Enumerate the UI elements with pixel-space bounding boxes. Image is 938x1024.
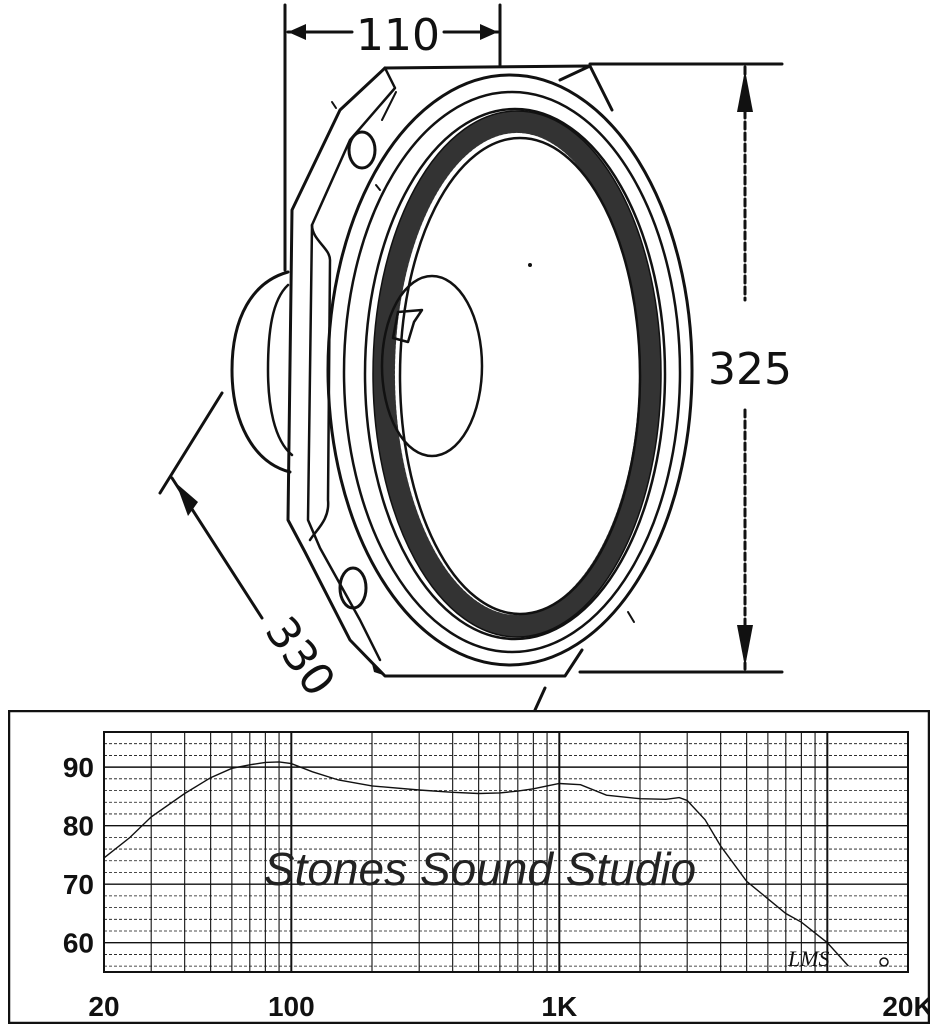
width-dimension (158, 391, 264, 620)
lms-logo: LMS (787, 946, 889, 971)
y-tick-label: 60 (63, 928, 94, 959)
x-axis-ticks: 20 100 1K 20K (88, 991, 930, 1022)
x-tick-label: 20K (882, 991, 930, 1022)
y-tick-label: 80 (63, 811, 94, 842)
x-tick-label: 1K (541, 991, 577, 1022)
svg-text:LMS: LMS (787, 946, 830, 971)
speaker-surround (373, 111, 661, 637)
mounting-hole-bottom (338, 566, 368, 610)
response-curve (103, 761, 850, 967)
depth-dimension-label: 110 (356, 10, 440, 61)
terminal-tab (391, 308, 424, 344)
dust-cap (380, 274, 484, 458)
height-dimension-label: 325 (708, 344, 792, 395)
height-dimension (578, 62, 784, 674)
speaker-dimension-drawing: 110 325 330 (158, 3, 792, 712)
y-axis-ticks: 90 80 70 60 (63, 752, 94, 959)
depth-dimension (283, 3, 502, 272)
speaker-rim (326, 73, 694, 667)
y-tick-label: 70 (63, 869, 94, 900)
mounting-hole-top (347, 130, 377, 170)
speaker-magnet (230, 270, 294, 474)
y-tick-label: 90 (63, 752, 94, 783)
speaker-cone (398, 136, 642, 616)
chart-watermark: Stones Sound Studio (264, 843, 696, 895)
width-dimension-label: 330 (255, 608, 345, 706)
x-tick-label: 20 (88, 991, 119, 1022)
x-tick-label: 100 (268, 991, 315, 1022)
